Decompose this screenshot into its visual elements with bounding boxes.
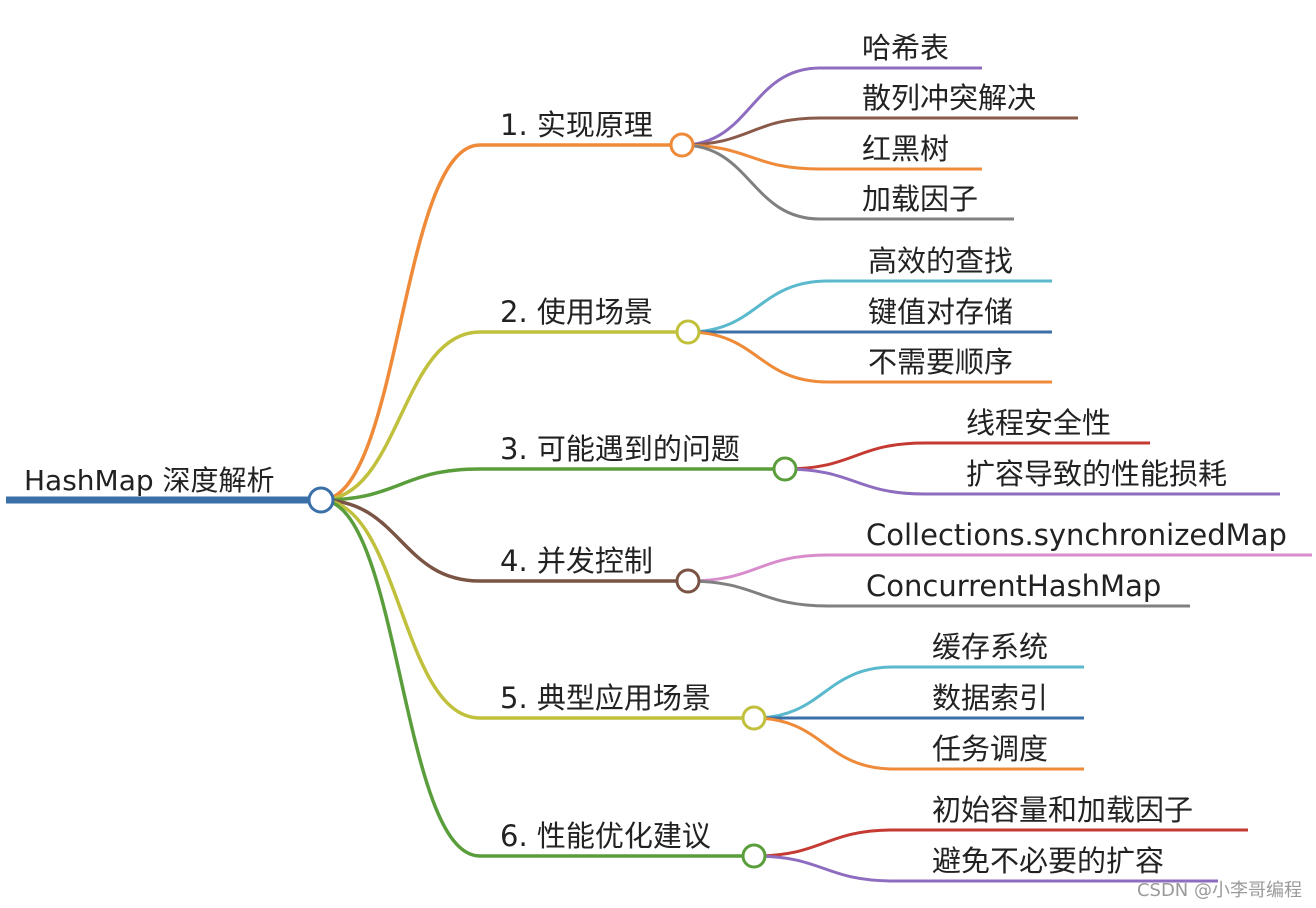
branch-2-child-1-label: 高效的查找 — [868, 244, 1013, 278]
branch-1-label: 1. 实现原理 — [500, 108, 653, 142]
branch-1-child-1-label: 哈希表 — [862, 31, 949, 65]
branch-2-label: 2. 使用场景 — [500, 295, 653, 329]
branch-6-child-1-connector — [753, 828, 895, 858]
branch-3-child-1-label: 线程安全性 — [966, 406, 1111, 440]
branch-1-child-4-connector — [681, 143, 821, 221]
branch-3-child-2-label: 扩容导致的性能损耗 — [966, 457, 1227, 491]
branch-3-label: 3. 可能遇到的问题 — [500, 432, 740, 466]
branch-3-node-circle — [772, 456, 798, 482]
root-node-circle — [307, 486, 335, 514]
branch-5-child-3-label: 任务调度 — [932, 732, 1048, 766]
branch-4-connector — [320, 498, 481, 583]
branch-1-connector — [320, 143, 481, 502]
branch-5-connector — [320, 498, 481, 720]
branch-2-child-3-connector — [687, 330, 829, 384]
branch-3-child-2-connector — [784, 467, 926, 496]
node-circles-layer — [307, 132, 798, 869]
branch-4-label: 4. 并发控制 — [500, 544, 653, 578]
root-label: HashMap 深度解析 — [24, 464, 275, 497]
branch-1-node-circle — [669, 132, 695, 158]
branch-1-child-2-connector — [681, 116, 821, 147]
branch-3-child-1-connector — [784, 441, 926, 471]
branch-5-child-1-connector — [753, 665, 895, 720]
branch-2-child-3-label: 不需要顺序 — [868, 345, 1013, 379]
branch-5-child-3-connector — [753, 716, 895, 771]
branch-1-child-4-label: 加载因子 — [862, 182, 978, 216]
branch-6-label: 6. 性能优化建议 — [500, 819, 711, 853]
watermark: CSDN @小李哥编程 — [1136, 880, 1302, 901]
edges-layer — [320, 66, 926, 883]
branch-6-connector — [320, 498, 481, 858]
branch-1-child-1-connector — [681, 66, 821, 147]
branch-4-child-1-connector — [687, 553, 829, 583]
branch-6-node-circle — [741, 843, 767, 869]
branch-3-connector — [320, 467, 481, 502]
branch-6-child-2-connector — [753, 854, 895, 883]
underlines-layer — [6, 66, 1312, 883]
branch-5-label: 5. 典型应用场景 — [500, 681, 711, 715]
branch-2-node-circle — [675, 319, 701, 345]
branch-5-node-circle — [741, 705, 767, 731]
branch-2-child-1-connector — [687, 279, 829, 334]
branch-4-child-2-label: ConcurrentHashMap — [866, 569, 1161, 603]
branch-4-node-circle — [675, 568, 701, 594]
branch-2-connector — [320, 330, 481, 502]
branch-5-child-2-label: 数据索引 — [932, 681, 1048, 715]
branch-4-child-1-label: Collections.synchronizedMap — [866, 518, 1287, 552]
branch-4-child-2-connector — [687, 579, 829, 608]
branch-1-child-2-label: 散列冲突解决 — [862, 81, 1036, 115]
branch-6-child-1-label: 初始容量和加载因子 — [932, 793, 1193, 827]
branch-2-child-2-label: 键值对存储 — [868, 295, 1013, 329]
branch-5-child-1-label: 缓存系统 — [932, 630, 1048, 664]
branch-1-child-3-connector — [681, 143, 821, 171]
branch-1-child-3-label: 红黑树 — [862, 132, 949, 166]
branch-6-child-2-label: 避免不必要的扩容 — [932, 844, 1164, 878]
